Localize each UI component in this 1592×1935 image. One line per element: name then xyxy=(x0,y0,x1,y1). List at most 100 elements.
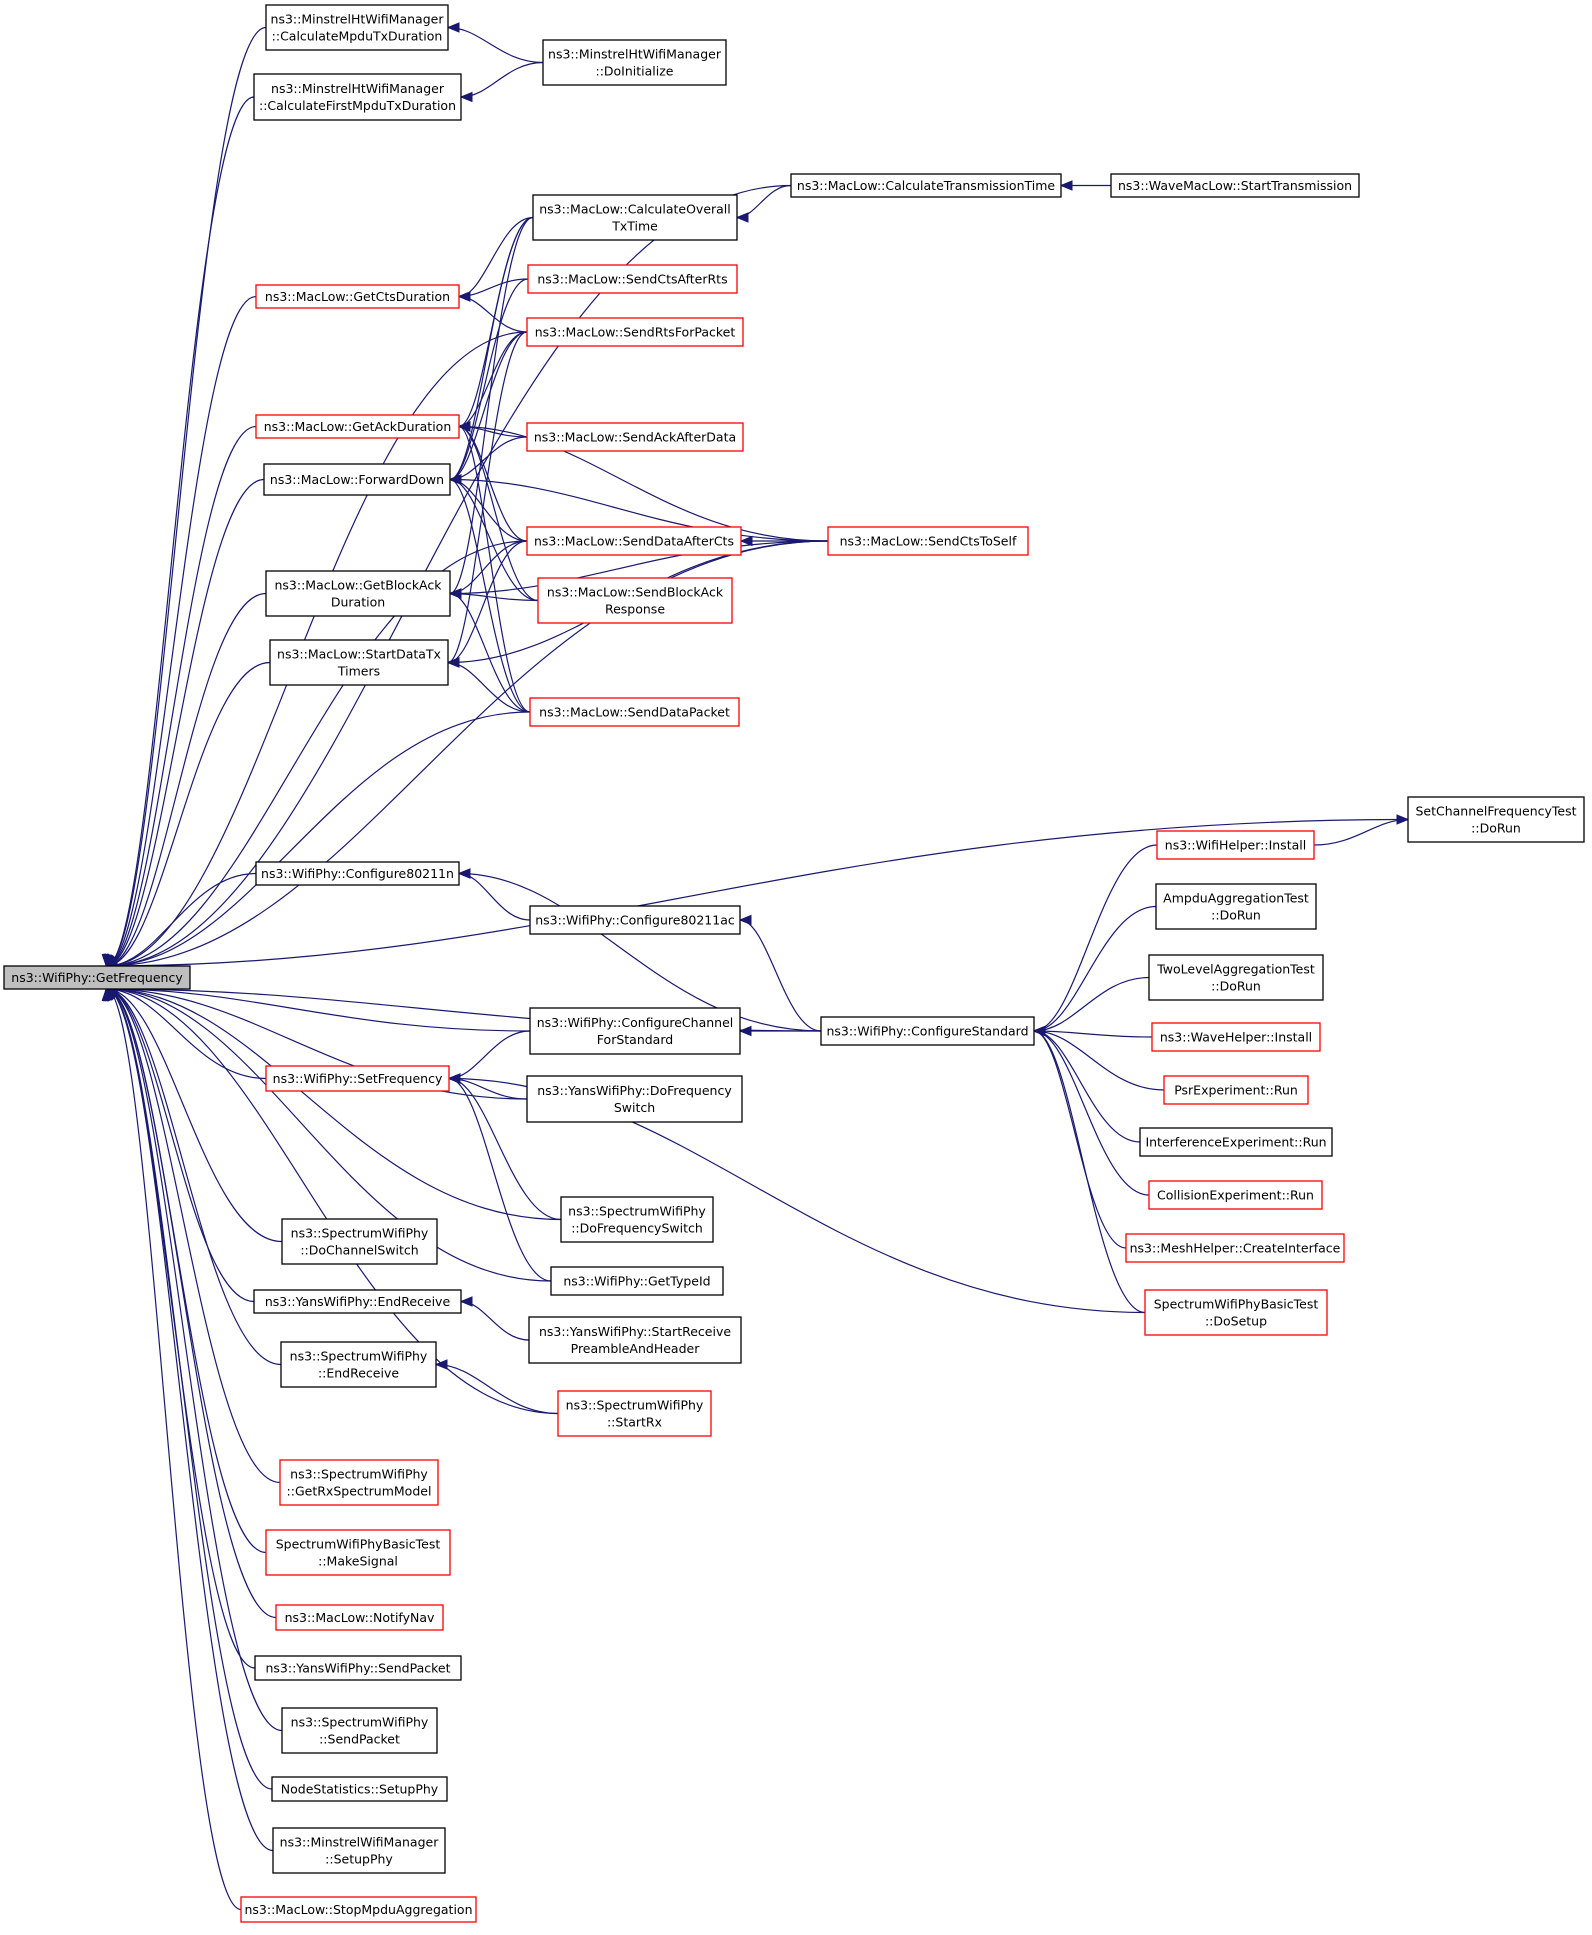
node-box-gettypeid[interactable] xyxy=(550,1266,724,1296)
node-box-sendblockack[interactable] xyxy=(537,577,733,624)
node-box-sendrts[interactable] xyxy=(526,317,744,347)
node-wavestart[interactable]: ns3::WaveMacLow::StartTransmission xyxy=(1110,173,1360,198)
node-senddatapacket[interactable]: ns3::MacLow::SendDataPacket xyxy=(529,697,740,727)
node-box-yansstartrecv[interactable] xyxy=(528,1316,742,1364)
node-specgetrx[interactable]: ns3::SpectrumWifiPhy::GetRxSpectrumModel xyxy=(279,1459,439,1506)
node-box-getblockack[interactable] xyxy=(265,570,451,617)
node-box-getcts[interactable] xyxy=(255,284,460,309)
node-box-notifynav[interactable] xyxy=(275,1604,444,1631)
node-box-senddataaftercts[interactable] xyxy=(526,526,742,556)
node-box-meshhelper[interactable] xyxy=(1125,1233,1345,1263)
node-ampdu[interactable]: AmpduAggregationTest::DoRun xyxy=(1155,883,1317,930)
node-box-specsendpkt[interactable] xyxy=(281,1707,438,1754)
node-specsendpkt[interactable]: ns3::SpectrumWifiPhy::SendPacket xyxy=(281,1707,438,1754)
node-yansstartrecv[interactable]: ns3::YansWifiPhy::StartReceivePreambleAn… xyxy=(528,1316,742,1364)
node-sendrts[interactable]: ns3::MacLow::SendRtsForPacket xyxy=(526,317,744,347)
node-minstrelsetup[interactable]: ns3::MinstrelWifiManager::SetupPhy xyxy=(272,1827,446,1874)
node-setchanfreq[interactable]: SetChannelFrequencyTest::DoRun xyxy=(1407,796,1585,843)
node-specstartrx[interactable]: ns3::SpectrumWifiPhy::StartRx xyxy=(557,1390,712,1437)
node-wavehelper[interactable]: ns3::WaveHelper::Install xyxy=(1151,1022,1321,1052)
node-box-cfgstandard[interactable] xyxy=(820,1016,1035,1046)
node-box-interference[interactable] xyxy=(1139,1127,1333,1157)
node-specendrecv[interactable]: ns3::SpectrumWifiPhy::EndReceive xyxy=(280,1341,437,1388)
node-box-specbasicsetup[interactable] xyxy=(1144,1289,1328,1336)
node-box-specdochan[interactable] xyxy=(281,1218,438,1265)
node-box-specendrecv[interactable] xyxy=(280,1341,437,1388)
node-mhtcalcfirst[interactable]: ns3::MinstrelHtWifiManager::CalculateFir… xyxy=(253,73,462,121)
node-box-setchanfreq[interactable] xyxy=(1407,796,1585,843)
node-calctrans[interactable]: ns3::MacLow::CalculateTransmissionTime xyxy=(790,173,1062,198)
node-twolevel[interactable]: TwoLevelAggregationTest::DoRun xyxy=(1148,954,1324,1001)
node-box-getack[interactable] xyxy=(255,414,460,439)
node-box-sendctstoself[interactable] xyxy=(827,526,1029,556)
node-mhtdoinit[interactable]: ns3::MinstrelHtWifiManager::DoInitialize xyxy=(542,39,727,86)
node-sendctsafterrts[interactable]: ns3::MacLow::SendCtsAfterRts xyxy=(527,264,738,294)
node-box-specmakesignal[interactable] xyxy=(265,1529,451,1576)
node-box-forwarddown[interactable] xyxy=(263,463,451,496)
node-box-mhtcalcmpdu[interactable] xyxy=(265,4,449,51)
node-box-collision[interactable] xyxy=(1148,1180,1323,1210)
node-box-specdofreq[interactable] xyxy=(560,1196,714,1243)
node-box-minstrelsetup[interactable] xyxy=(272,1827,446,1874)
node-box-getfrequency[interactable] xyxy=(3,965,191,990)
node-cfgchannel[interactable]: ns3::WifiPhy::ConfigureChannelForStandar… xyxy=(529,1007,741,1055)
node-cfgstandard[interactable]: ns3::WifiPhy::ConfigureStandard xyxy=(820,1016,1035,1046)
node-specmakesignal[interactable]: SpectrumWifiPhyBasicTest::MakeSignal xyxy=(265,1529,451,1576)
node-forwarddown[interactable]: ns3::MacLow::ForwardDown xyxy=(263,463,451,496)
node-getcts[interactable]: ns3::MacLow::GetCtsDuration xyxy=(255,284,460,309)
node-box-senddatapacket[interactable] xyxy=(529,697,740,727)
node-box-setfreq[interactable] xyxy=(265,1065,450,1092)
node-psr[interactable]: PsrExperiment::Run xyxy=(1163,1075,1309,1105)
node-specbasicsetup[interactable]: SpectrumWifiPhyBasicTest::DoSetup xyxy=(1144,1289,1328,1336)
node-box-mhtcalcfirst[interactable] xyxy=(253,73,462,121)
node-box-calctxtime[interactable] xyxy=(532,194,738,241)
node-box-stopmpdu[interactable] xyxy=(240,1896,477,1923)
node-cfg11ac[interactable]: ns3::WifiPhy::Configure80211ac xyxy=(529,905,741,935)
node-sendctstoself[interactable]: ns3::MacLow::SendCtsToSelf xyxy=(827,526,1029,556)
node-yansdofreq[interactable]: ns3::YansWifiPhy::DoFrequencySwitch xyxy=(526,1075,743,1123)
node-box-cfg11ac[interactable] xyxy=(529,905,741,935)
node-cfg11n[interactable]: ns3::WifiPhy::Configure80211n xyxy=(255,861,460,886)
node-sendackafterdata[interactable]: ns3::MacLow::SendAckAfterData xyxy=(526,422,744,452)
node-box-twolevel[interactable] xyxy=(1148,954,1324,1001)
node-gettypeid[interactable]: ns3::WifiPhy::GetTypeId xyxy=(550,1266,724,1296)
node-box-cfgchannel[interactable] xyxy=(529,1007,741,1055)
node-box-specstartrx[interactable] xyxy=(557,1390,712,1437)
node-getfrequency[interactable]: ns3::WifiPhy::GetFrequency xyxy=(3,965,191,990)
node-getack[interactable]: ns3::MacLow::GetAckDuration xyxy=(255,414,460,439)
node-nodestats[interactable]: NodeStatistics::SetupPhy xyxy=(271,1776,448,1802)
node-box-ampdu[interactable] xyxy=(1155,883,1317,930)
node-meshhelper[interactable]: ns3::MeshHelper::CreateInterface xyxy=(1125,1233,1345,1263)
node-senddataaftercts[interactable]: ns3::MacLow::SendDataAfterCts xyxy=(526,526,742,556)
node-box-yansdofreq[interactable] xyxy=(526,1075,743,1123)
node-box-yansendrecv[interactable] xyxy=(253,1289,462,1314)
node-box-cfg11n[interactable] xyxy=(255,861,460,886)
node-box-calctrans[interactable] xyxy=(790,173,1062,198)
node-box-nodestats[interactable] xyxy=(271,1776,448,1802)
node-box-wavestart[interactable] xyxy=(1110,173,1360,198)
node-box-psr[interactable] xyxy=(1163,1075,1309,1105)
node-box-mhtdoinit[interactable] xyxy=(542,39,727,86)
node-wifihelper[interactable]: ns3::WifiHelper::Install xyxy=(1156,830,1315,860)
node-specdofreq[interactable]: ns3::SpectrumWifiPhy::DoFrequencySwitch xyxy=(560,1196,714,1243)
node-box-wavehelper[interactable] xyxy=(1151,1022,1321,1052)
node-notifynav[interactable]: ns3::MacLow::NotifyNav xyxy=(275,1604,444,1631)
node-mhtcalcmpdu[interactable]: ns3::MinstrelHtWifiManager::CalculateMpd… xyxy=(265,4,449,51)
node-stopmpdu[interactable]: ns3::MacLow::StopMpduAggregation xyxy=(240,1896,477,1923)
node-box-sendackafterdata[interactable] xyxy=(526,422,744,452)
node-box-sendctsafterrts[interactable] xyxy=(527,264,738,294)
node-specdochan[interactable]: ns3::SpectrumWifiPhy::DoChannelSwitch xyxy=(281,1218,438,1265)
node-yansendrecv[interactable]: ns3::YansWifiPhy::EndReceive xyxy=(253,1289,462,1314)
node-box-specgetrx[interactable] xyxy=(279,1459,439,1506)
node-interference[interactable]: InterferenceExperiment::Run xyxy=(1139,1127,1333,1157)
node-box-startdatatx[interactable] xyxy=(269,639,449,686)
node-collision[interactable]: CollisionExperiment::Run xyxy=(1148,1180,1323,1210)
node-yanssendpkt[interactable]: ns3::YansWifiPhy::SendPacket xyxy=(254,1655,462,1681)
node-box-yanssendpkt[interactable] xyxy=(254,1655,462,1681)
node-setfreq[interactable]: ns3::WifiPhy::SetFrequency xyxy=(265,1065,450,1092)
node-box-wifihelper[interactable] xyxy=(1156,830,1315,860)
